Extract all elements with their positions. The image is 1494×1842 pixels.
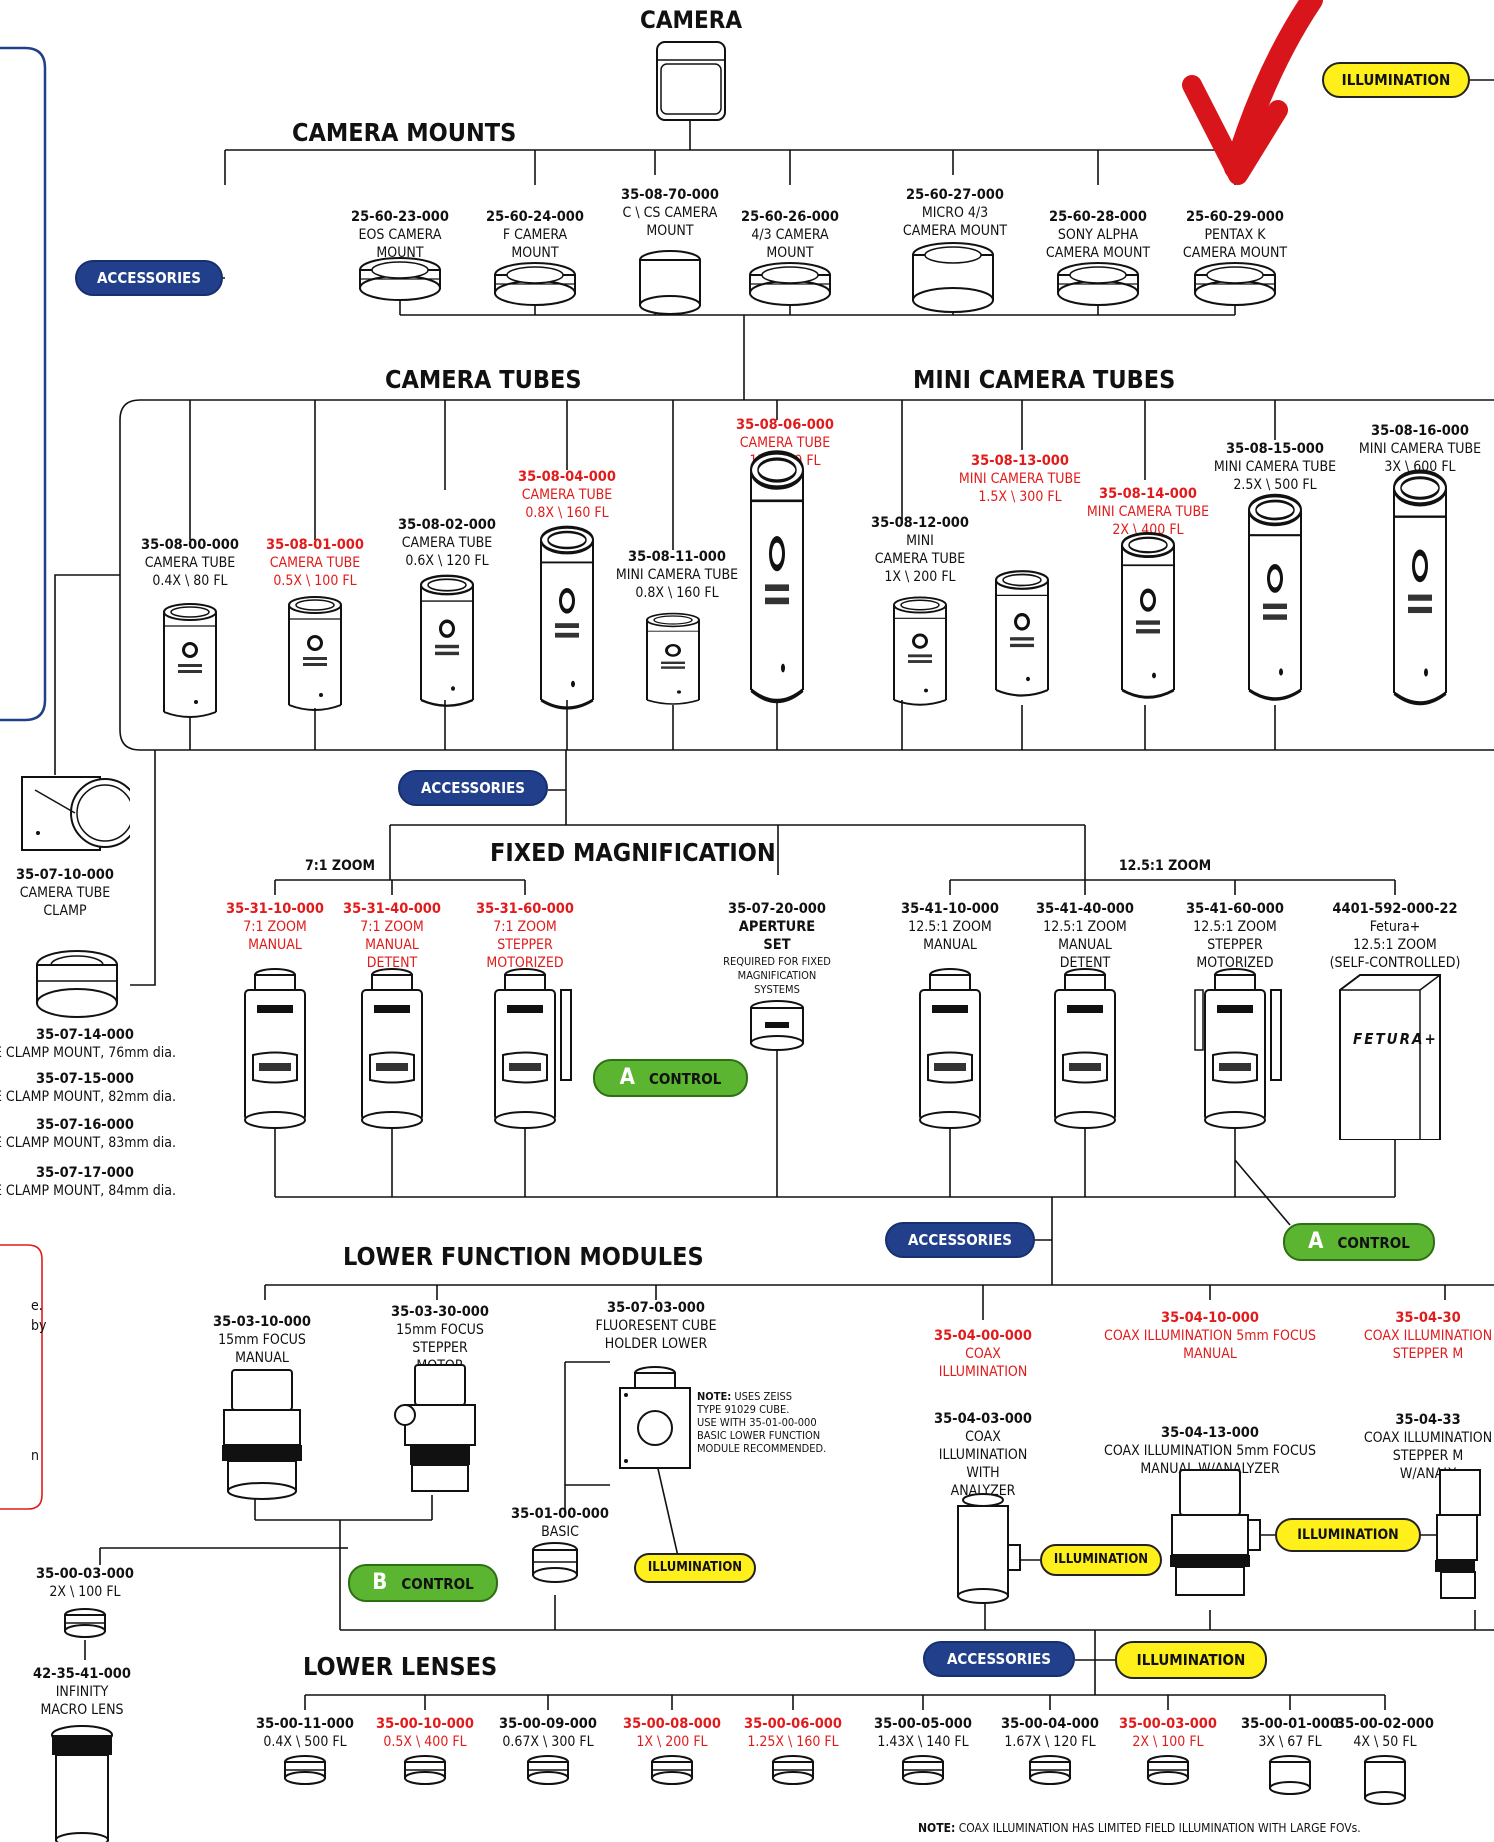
camera-mount-icons <box>359 242 1276 315</box>
camera-heading: CAMERA <box>640 6 743 34</box>
illumination-pill-top[interactable]: ILLUMINATION <box>1322 62 1470 98</box>
macro-lens-icon <box>51 1725 113 1842</box>
left-note-fragment: n <box>31 1448 39 1464</box>
accessories-pill-zoom[interactable]: ACCESSORIES <box>885 1222 1035 1258</box>
illumination-pill-basic[interactable]: ILLUMINATION <box>634 1553 756 1583</box>
illumination-pill-5mm[interactable]: ILLUMINATION <box>1275 1518 1421 1552</box>
clamp-mount-icon <box>36 950 118 1018</box>
basic-module-icon <box>532 1542 578 1583</box>
red-arrow-icon <box>1182 0 1323 185</box>
zoom-12-heading: 12.5:1 ZOOM <box>1118 858 1212 874</box>
fetura-brand-label: FETURA+ <box>1353 1030 1438 1048</box>
left-note-fragment: e. <box>31 1298 43 1314</box>
coax-illumination-icon <box>957 1493 1021 1604</box>
illumination-pill-coax[interactable]: ILLUMINATION <box>1040 1544 1162 1576</box>
zoom-12-icons <box>919 968 1441 1140</box>
mini-camera-tubes-heading: MINI CAMERA TUBES <box>913 365 1176 394</box>
coax-stepper-icon <box>1435 1469 1481 1599</box>
zoom-7-heading: 7:1 ZOOM <box>304 858 376 874</box>
accessories-pill-left[interactable]: ACCESSORIES <box>75 260 223 296</box>
left-lens-icons <box>51 1608 113 1842</box>
left-panel-outline <box>0 46 47 722</box>
camera-icon <box>656 41 726 121</box>
cube-holder-icon <box>619 1366 691 1469</box>
fixed-magnification-heading: FIXED MAGNIFICATION <box>490 838 776 867</box>
zoom-7-icons <box>244 968 572 1129</box>
camera-tube-clamp-icon <box>21 776 130 851</box>
left-note-fragment: by <box>31 1318 47 1334</box>
aperture-set-icon <box>750 1000 804 1051</box>
footer-note: NOTE: COAX ILLUMINATION HAS LIMITED FIEL… <box>918 1821 1361 1835</box>
camera-mounts-heading: CAMERA MOUNTS <box>292 118 517 147</box>
left-note-outline <box>0 1244 43 1510</box>
camera-tubes-heading: CAMERA TUBES <box>385 365 582 394</box>
accessories-pill-lenses[interactable]: ACCESSORIES <box>923 1641 1075 1677</box>
coax-5mm-icon <box>1170 1469 1261 1596</box>
lower-function-modules-heading: LOWER FUNCTION MODULES <box>343 1242 704 1271</box>
illumination-pill-lenses[interactable]: ILLUMINATION <box>1115 1641 1267 1679</box>
lower-module-icons <box>221 1364 1481 1604</box>
accessories-pill-tubes[interactable]: ACCESSORIES <box>398 770 548 806</box>
fetura-icon <box>1339 974 1441 1140</box>
lower-lenses-heading: LOWER LENSES <box>303 1652 498 1681</box>
